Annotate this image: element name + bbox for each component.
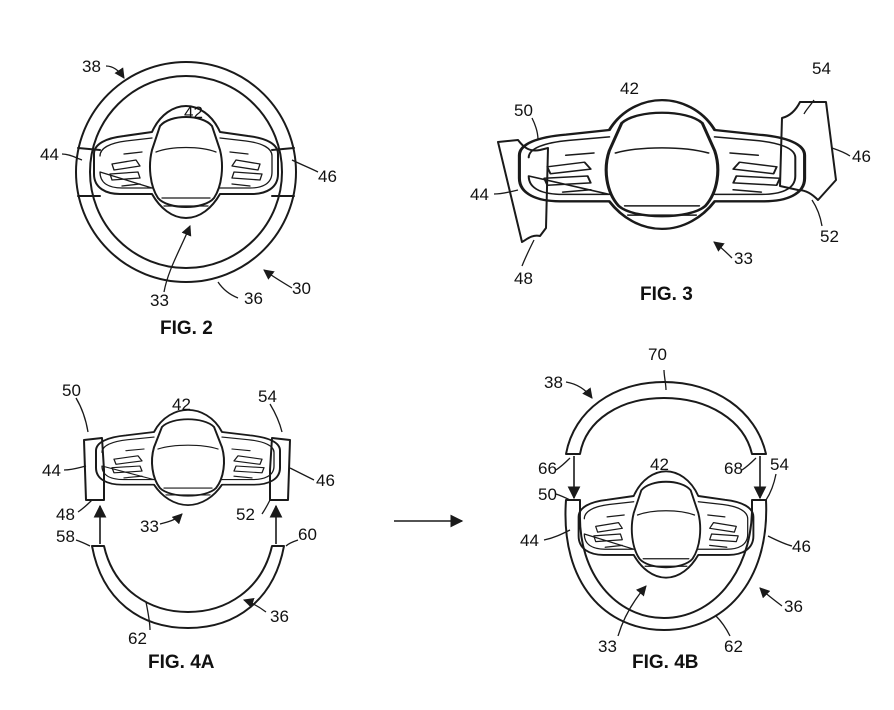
fig2-ref-33: 33 [150, 291, 169, 310]
fig3-ref-48: 48 [514, 269, 533, 288]
fig4a-ref-33: 33 [140, 517, 159, 536]
fig4b-ref-70: 70 [648, 345, 667, 364]
fig4a-ref-50: 50 [62, 381, 81, 400]
fig2-ref-42: 42 [184, 103, 203, 122]
fig2-caption: FIG. 2 [160, 318, 213, 339]
fig4a-right-bracket [269, 437, 291, 501]
fig2-ref-46: 46 [318, 167, 337, 186]
fig2-ref-30: 30 [292, 279, 311, 298]
fig2-ref-44: 44 [40, 145, 59, 164]
fig2-ref-36: 36 [244, 289, 263, 308]
fig4b-ref-62: 62 [724, 637, 743, 656]
fig3-ref-44: 44 [470, 185, 489, 204]
fig4b-ref-44: 44 [520, 531, 539, 550]
fig4a-ref-48: 48 [56, 505, 75, 524]
fig4a-ref-62: 62 [128, 629, 147, 648]
fig4b-ref-46: 46 [792, 537, 811, 556]
fig4b-upper-rim [565, 381, 767, 455]
fig3-caption: FIG. 3 [640, 284, 693, 305]
fig3-right-bracket [779, 101, 837, 201]
fig4a-hub [95, 408, 281, 507]
fig3-ref-42: 42 [620, 79, 639, 98]
fig4a-ref-42: 42 [172, 395, 191, 414]
fig4a-group: 50 42 54 44 46 48 52 33 58 60 36 62 FIG.… [42, 381, 335, 673]
fig3-ref-50: 50 [514, 101, 533, 120]
fig4b-ref-42: 42 [650, 455, 669, 474]
fig4b-group: 70 38 42 66 68 54 50 44 46 36 33 62 FIG.… [520, 345, 811, 673]
fig2-hub [93, 105, 279, 219]
fig4a-ref-46: 46 [316, 471, 335, 490]
fig3-ref-46: 46 [852, 147, 871, 166]
fig2-ref-38: 38 [82, 57, 101, 76]
fig4b-ref-36: 36 [784, 597, 803, 616]
fig4b-ref-38: 38 [544, 373, 563, 392]
fig4b-ref-33: 33 [598, 637, 617, 656]
fig4a-ref-60: 60 [298, 525, 317, 544]
fig4a-lower-rim [91, 545, 285, 629]
fig4a-ref-36: 36 [270, 607, 289, 626]
fig4a-left-bracket [83, 437, 105, 501]
fig3-hub [517, 98, 807, 231]
fig2-rim-inner [89, 75, 283, 269]
fig3-group: 42 50 54 44 46 48 33 52 FIG. 3 [470, 59, 871, 305]
fig3-ref-54: 54 [812, 59, 831, 78]
fig4a-ref-52: 52 [236, 505, 255, 524]
fig4b-ref-66: 66 [538, 459, 557, 478]
fig4b-caption: FIG. 4B [632, 652, 699, 673]
fig4b-ref-54: 54 [770, 455, 789, 474]
fig4b-lower-rim [564, 499, 768, 631]
fig4a-ref-44: 44 [42, 461, 61, 480]
fig4b-ref-50: 50 [538, 485, 557, 504]
fig4a-caption: FIG. 4A [148, 652, 215, 673]
fig4a-ref-54: 54 [258, 387, 277, 406]
fig2-group: 38 42 44 46 33 36 30 FIG. 2 [40, 57, 337, 339]
fig4b-ref-68: 68 [724, 459, 743, 478]
fig2-rim-outer [75, 61, 297, 283]
fig4b-hub [577, 470, 755, 579]
fig3-ref-33: 33 [734, 249, 753, 268]
fig3-ref-52: 52 [820, 227, 839, 246]
fig4a-ref-58: 58 [56, 527, 75, 546]
